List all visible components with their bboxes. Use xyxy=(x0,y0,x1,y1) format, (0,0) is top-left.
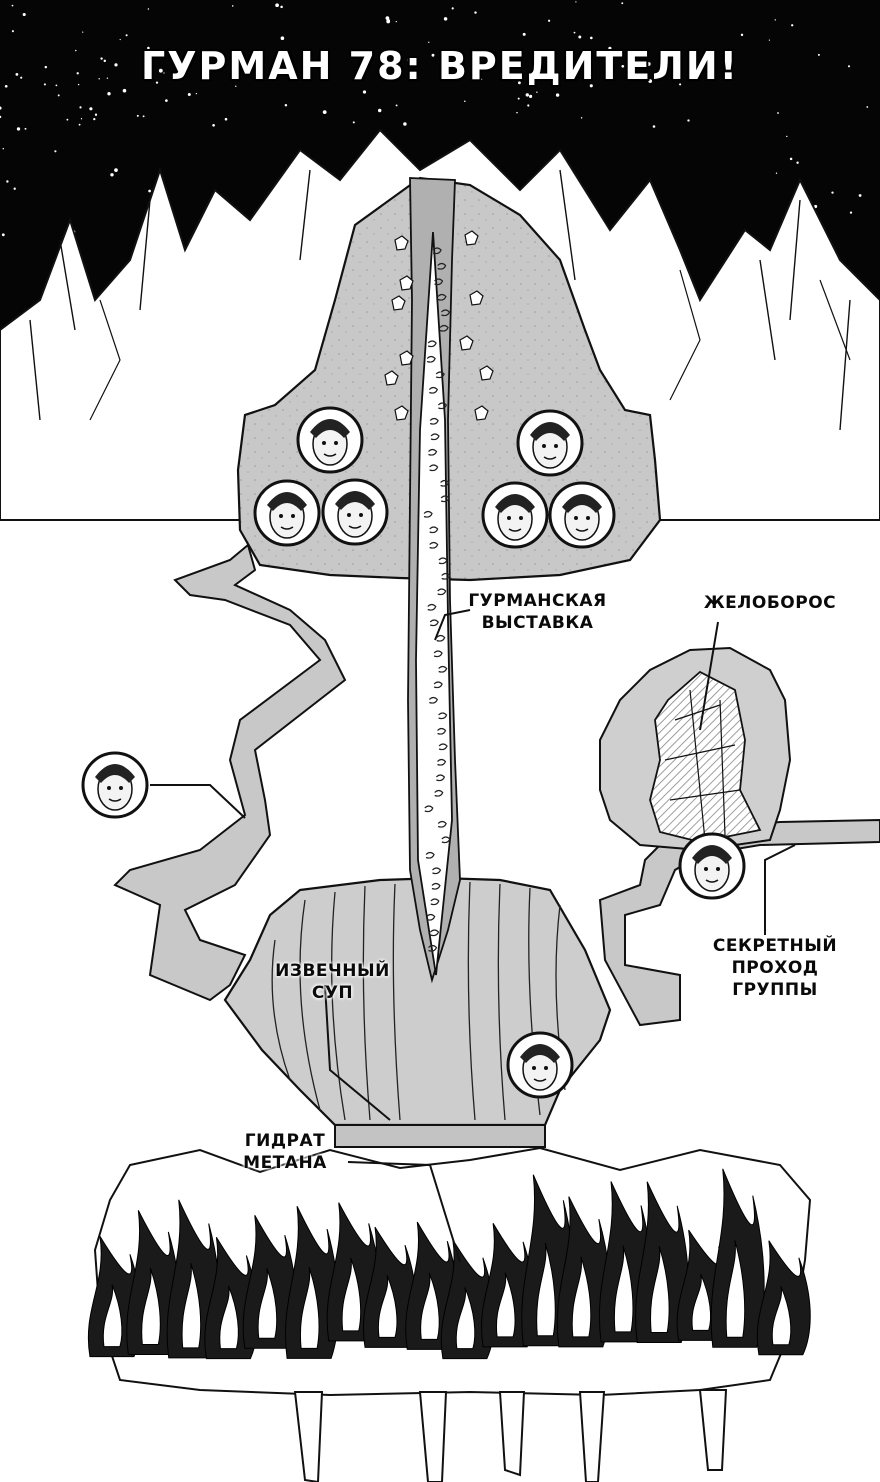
fragment xyxy=(437,820,447,828)
fragment xyxy=(441,572,451,580)
fragment xyxy=(435,371,445,379)
character-portrait-icon xyxy=(81,751,149,819)
fragment xyxy=(433,650,443,658)
fragment xyxy=(441,836,451,844)
fragment xyxy=(432,867,442,875)
fragment xyxy=(440,479,450,487)
fragment xyxy=(435,774,446,782)
zheloboros-creature xyxy=(649,670,762,843)
flame-icon xyxy=(87,1168,811,1360)
fragment xyxy=(424,805,434,813)
label-ancient-soup: ИЗВЕЧНЫЙ СУП xyxy=(275,961,390,1003)
fragment xyxy=(432,247,442,255)
chapter-title: ГУРМАН 78: ВРЕДИТЕЛИ! xyxy=(140,43,739,89)
fragment xyxy=(433,681,443,689)
fragment xyxy=(434,789,444,797)
fragment xyxy=(429,541,439,549)
fragment xyxy=(437,758,447,766)
fragment xyxy=(438,743,448,751)
zheloboros-cave xyxy=(599,646,792,852)
fragment xyxy=(427,340,437,348)
fragment xyxy=(430,929,440,937)
fragment xyxy=(438,557,448,565)
rock-debris xyxy=(384,230,494,421)
fragment xyxy=(440,495,450,503)
character-portrait-icon xyxy=(548,481,616,549)
fragment xyxy=(428,944,438,952)
label-zheloboros: ЖЕЛОБОРОС xyxy=(703,593,837,613)
character-portrait-icon xyxy=(321,478,389,546)
fragment xyxy=(428,386,439,394)
fragment xyxy=(438,712,448,720)
label-secret-passage: СЕКРЕТНЫЙ ПРОХОД ГРУППЫ xyxy=(712,936,838,1000)
fragment xyxy=(439,324,449,332)
character-portrait-icon xyxy=(506,1031,574,1099)
fragment xyxy=(437,727,447,735)
night-sky xyxy=(0,0,880,330)
fragment xyxy=(428,448,438,456)
character-portrait-icon xyxy=(296,406,364,474)
leader-lines xyxy=(150,609,796,1263)
label-methane-hydrate: ГИДРАТ МЕТАНА xyxy=(243,1131,327,1173)
character-portrait-icon xyxy=(481,481,549,549)
fragment xyxy=(428,696,439,704)
fragment xyxy=(426,913,436,921)
right-winding-passage xyxy=(598,818,880,1027)
fragment xyxy=(434,278,444,286)
fragment xyxy=(437,293,447,301)
methane-hydrate-layer xyxy=(87,1146,812,1482)
fragment xyxy=(437,262,447,270)
fragment xyxy=(430,433,440,441)
fragment xyxy=(430,898,440,906)
fragment xyxy=(423,510,433,518)
character-portraits xyxy=(81,406,746,1099)
label-gourmet-showcase: ГУРМАНСКАЯ ВЫСТАВКА xyxy=(468,591,607,633)
fragment xyxy=(431,882,441,890)
fragment xyxy=(436,634,446,642)
left-winding-passage xyxy=(113,543,347,1002)
fragment xyxy=(429,417,439,425)
fragment xyxy=(438,665,448,673)
fragment xyxy=(427,603,437,611)
character-portrait-icon xyxy=(516,409,584,477)
fragment xyxy=(429,464,439,472)
fragment xyxy=(437,588,447,596)
fragment xyxy=(426,355,436,363)
fragment xyxy=(437,402,448,410)
fragment xyxy=(429,526,439,534)
gourmet-showcase-shaft xyxy=(407,177,461,984)
star-icon xyxy=(0,1,869,237)
fragment xyxy=(429,619,439,627)
character-portrait-icon xyxy=(678,832,746,900)
fragment xyxy=(441,309,451,317)
character-portrait-icon xyxy=(253,479,321,547)
fragment xyxy=(425,851,435,859)
